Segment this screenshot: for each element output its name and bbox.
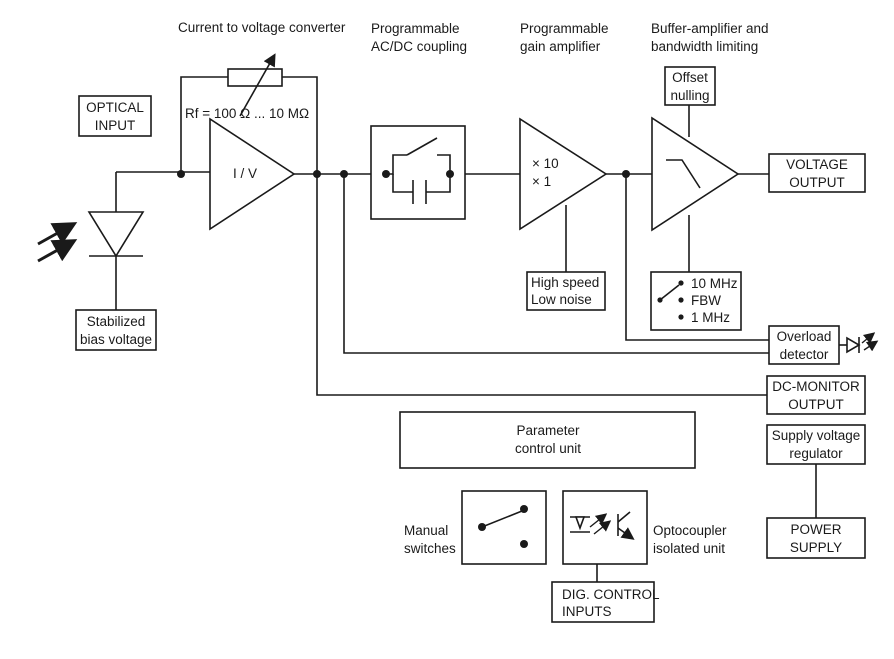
svg-text:control unit: control unit bbox=[515, 441, 581, 456]
svg-text:Stabilized: Stabilized bbox=[87, 314, 146, 329]
toggle-switch-icon bbox=[481, 510, 523, 528]
lowpass-filter-icon bbox=[666, 159, 701, 189]
light-arrows-icon bbox=[37, 222, 78, 263]
svg-text:INPUTS: INPUTS bbox=[562, 604, 612, 619]
svg-text:Supply voltage: Supply voltage bbox=[772, 428, 861, 443]
heading-gain-amplifier-line2: gain amplifier bbox=[520, 39, 601, 54]
heading-gain-amplifier-line1: Programmable bbox=[520, 21, 609, 36]
svg-text:Overload: Overload bbox=[777, 329, 832, 344]
photodiode-icon bbox=[87, 172, 145, 310]
svg-text:10 MHz: 10 MHz bbox=[691, 276, 738, 291]
iv-amplifier: I / V bbox=[209, 117, 296, 231]
manual-switches-label-line1: Manual bbox=[404, 523, 448, 538]
optocoupler-label-line1: Optocoupler bbox=[653, 523, 727, 538]
rf-range-label: Rf = 100 Ω ... 10 MΩ bbox=[185, 106, 309, 121]
junction-dots bbox=[177, 170, 630, 178]
optocoupler-label-line2: isolated unit bbox=[653, 541, 725, 556]
acdc-coupling-block bbox=[370, 125, 466, 220]
gain-amplifier: × 10 × 1 bbox=[519, 117, 608, 231]
heading-buffer-amplifier-line1: Buffer-amplifier and bbox=[651, 21, 769, 36]
heading-acdc-coupling-line2: AC/DC coupling bbox=[371, 39, 467, 54]
svg-text:OUTPUT: OUTPUT bbox=[788, 397, 844, 412]
high-speed-low-noise-box: High speed Low noise bbox=[526, 271, 606, 311]
svg-text:Offset: Offset bbox=[672, 70, 708, 85]
svg-text:POWER: POWER bbox=[790, 522, 841, 537]
heading-buffer-amplifier-line2: bandwidth limiting bbox=[651, 39, 758, 54]
svg-text:nulling: nulling bbox=[670, 88, 709, 103]
overload-detector-box: Overload detector bbox=[768, 325, 840, 365]
svg-text:Parameter: Parameter bbox=[516, 423, 580, 438]
heading-iv-converter: Current to voltage converter bbox=[178, 20, 346, 35]
bias-voltage-box: Stabilized bias voltage bbox=[75, 309, 157, 351]
optical-input-box: OPTICAL INPUT bbox=[78, 95, 152, 137]
svg-text:1 MHz: 1 MHz bbox=[691, 310, 730, 325]
dig-control-inputs-box: DIG. CONTROL INPUTS bbox=[551, 581, 660, 623]
svg-text:OUTPUT: OUTPUT bbox=[789, 175, 845, 190]
manual-switches-label-line2: switches bbox=[404, 541, 456, 556]
voltage-output-box: VOLTAGE OUTPUT bbox=[768, 153, 866, 193]
svg-text:DC-MONITOR: DC-MONITOR bbox=[772, 379, 860, 394]
svg-text:VOLTAGE: VOLTAGE bbox=[786, 157, 848, 172]
supply-regulator-box: Supply voltage regulator bbox=[766, 424, 866, 465]
feedback-resistor-icon bbox=[227, 53, 283, 117]
svg-text:× 10: × 10 bbox=[532, 156, 559, 171]
svg-text:Low noise: Low noise bbox=[531, 292, 592, 307]
buffer-amplifier bbox=[651, 116, 740, 232]
opto-led-icon bbox=[574, 516, 586, 531]
signal-wires bbox=[116, 76, 817, 582]
svg-text:bias voltage: bias voltage bbox=[80, 332, 152, 347]
svg-text:High speed: High speed bbox=[531, 275, 599, 290]
svg-text:× 1: × 1 bbox=[532, 174, 551, 189]
manual-switches-box bbox=[461, 490, 547, 565]
svg-text:detector: detector bbox=[780, 347, 829, 362]
svg-text:FBW: FBW bbox=[691, 293, 721, 308]
svg-text:DIG. CONTROL: DIG. CONTROL bbox=[562, 587, 660, 602]
bandwidth-switch-icon bbox=[659, 284, 680, 301]
svg-text:SUPPLY: SUPPLY bbox=[790, 540, 842, 555]
svg-text:INPUT: INPUT bbox=[95, 118, 136, 133]
dc-monitor-output-box: DC-MONITOR OUTPUT bbox=[766, 375, 866, 415]
bandwidth-selector-box: 10 MHz FBW 1 MHz bbox=[650, 271, 742, 331]
power-supply-box: POWER SUPPLY bbox=[766, 517, 866, 559]
offset-nulling-box: Offset nulling bbox=[664, 66, 716, 106]
overload-led-icon bbox=[839, 332, 879, 354]
svg-text:I / V: I / V bbox=[233, 166, 257, 181]
parameter-control-unit-box: Parameter control unit bbox=[399, 411, 696, 469]
svg-text:regulator: regulator bbox=[789, 446, 843, 461]
svg-text:OPTICAL: OPTICAL bbox=[86, 100, 144, 115]
optocoupler-box bbox=[562, 490, 648, 565]
heading-acdc-coupling-line1: Programmable bbox=[371, 21, 460, 36]
